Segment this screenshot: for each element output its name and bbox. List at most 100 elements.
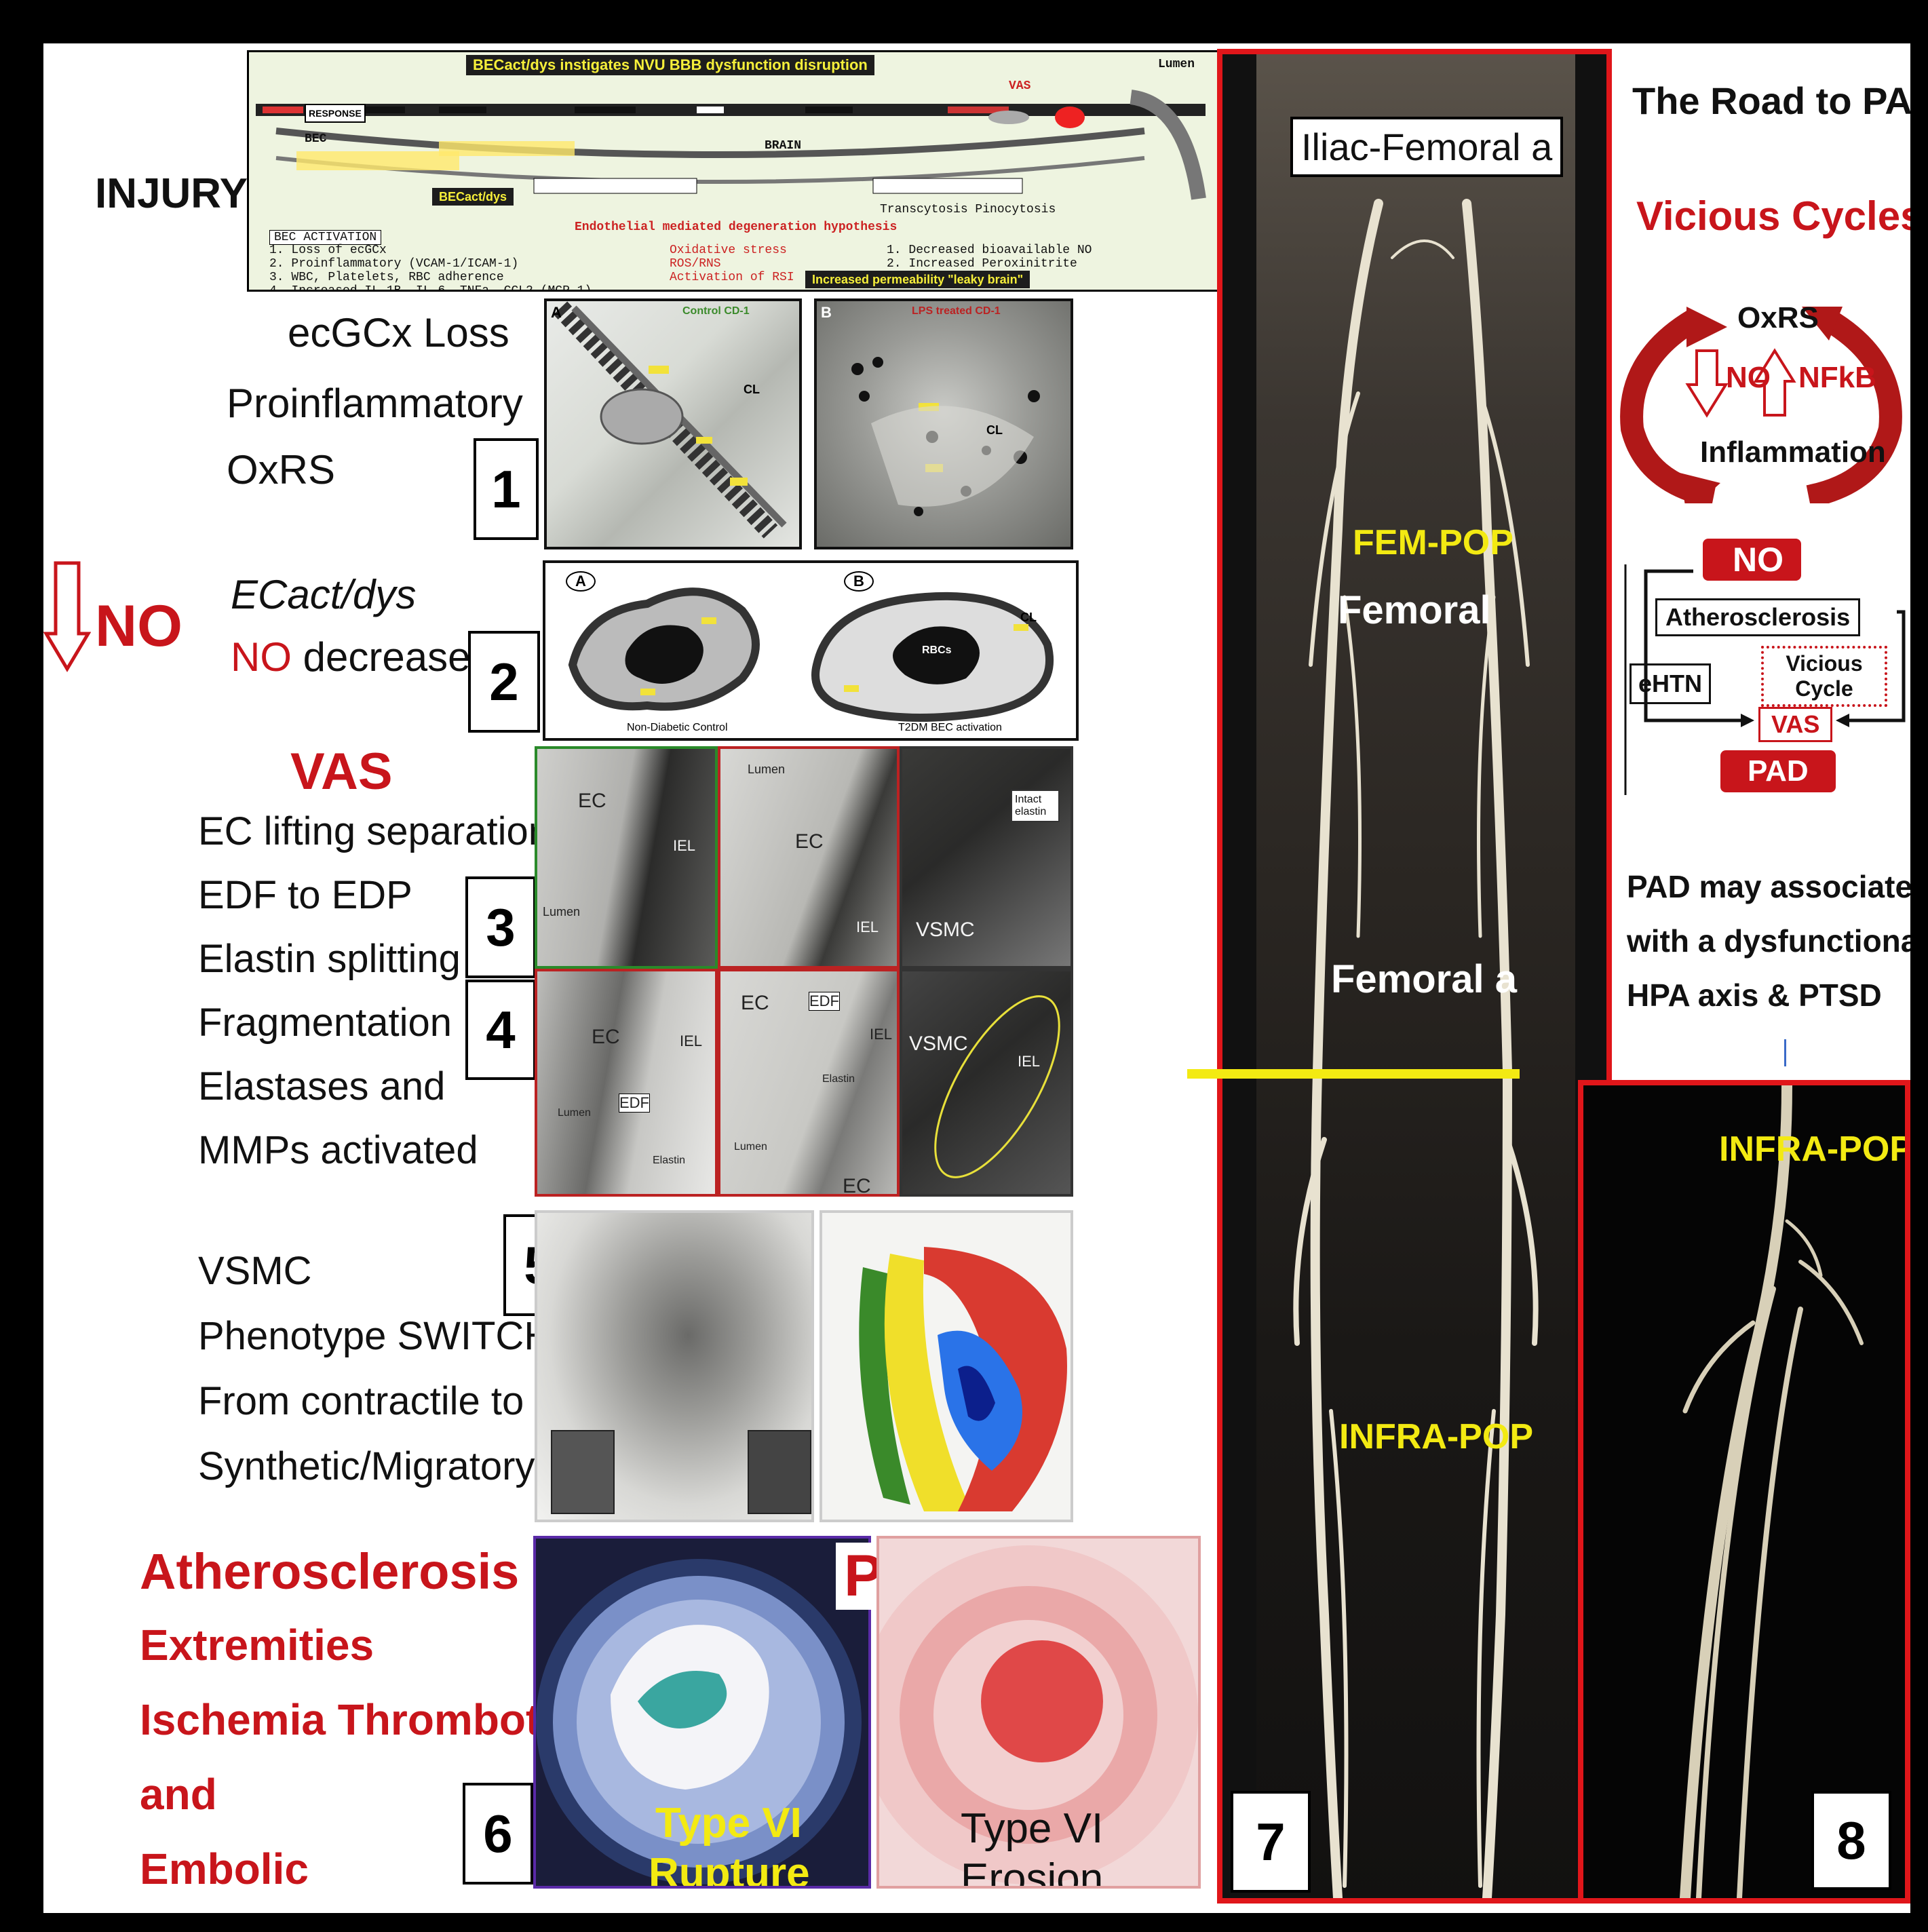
s2-caption-a: Non-Diabetic Control — [627, 722, 728, 733]
s6-line-atherosclerosis: Atherosclerosis — [140, 1543, 520, 1600]
s1-panel-b: B LPS treated CD-1 CL — [814, 298, 1073, 549]
s2-panel-b-label: B — [844, 571, 874, 592]
s3-panel-2-lumen: Lumen — [748, 762, 786, 776]
vicious-cycle-arrows-icon — [1620, 307, 1902, 503]
injury-list-left-item: 1. Loss of ecGCx — [269, 244, 387, 257]
road-flow-vas: VAS — [1758, 707, 1833, 742]
s2-panel: A B RBCs CL Non-Diabetic Control T2DM BE… — [543, 560, 1079, 741]
injury-tag-brain: BRAIN — [765, 139, 802, 153]
s3-panel-3-vsmc: VSMC — [916, 919, 975, 941]
road-oxrs: OxRS — [1737, 301, 1819, 334]
injury-label: INJURY — [95, 170, 248, 217]
s4-panel-3-ellipse — [934, 995, 1060, 1178]
s5-line-phenotype: Phenotype SWITCH — [198, 1314, 553, 1358]
road-cursor-mark — [1784, 1039, 1786, 1066]
angio-yellow-line — [1187, 1069, 1520, 1079]
s2-panel-a-label: A — [566, 571, 596, 592]
s4-panel-3-vsmc: VSMC — [909, 1032, 968, 1055]
road-no: NO — [1726, 361, 1771, 394]
road-flow-ehtn: eHTN — [1630, 663, 1712, 704]
s4-panel-2: EC EDF IEL Elastin Lumen EC — [718, 969, 900, 1197]
injury-schematic: BECact/dys instigates NVU BBB dysfunctio… — [247, 50, 1221, 292]
injury-list-mid-item: Oxidative stress — [670, 244, 787, 257]
s2-panel-drawing — [568, 587, 1054, 722]
s5-line-vsmc: VSMC — [198, 1249, 312, 1293]
s3-line-edf-edp: EDF to EDP — [198, 873, 412, 917]
road-flow-lines — [1624, 564, 1906, 795]
s2-line-ecactdys: ECact/dys — [231, 572, 417, 617]
angio7-image — [1256, 54, 1575, 1898]
s1-line-proinflammatory: Proinflammatory — [227, 381, 523, 426]
angio8-panel: INFRA-POP 8 — [1578, 1080, 1910, 1904]
s4-panel-2-iel: IEL — [870, 1026, 893, 1043]
s2-rbc-label: RBCs — [922, 644, 952, 656]
injury-list-mid: Oxidative stress ROS/RNS Activation of R… — [670, 244, 794, 284]
s4-panel-2-lumen: Lumen — [734, 1141, 767, 1153]
injury-footer-band: Increased permeability "leaky brain" — [805, 271, 1030, 288]
angio7-title: Iliac-Femoral a — [1290, 117, 1564, 177]
s1-panel-a-cl: CL — [744, 383, 760, 396]
road-inflammation: Inflammation — [1700, 436, 1886, 469]
injury-vessel-drawing — [256, 90, 1206, 200]
road-panel: The Road to PAD Vicious Cycles OxRS NO N… — [1612, 49, 1910, 1094]
s4-panel-1-iel: IEL — [680, 1032, 703, 1049]
s2-decreased-word: decreased — [292, 634, 493, 680]
s6-erosion-drawing — [879, 1545, 1198, 1885]
injury-list-left-item: 2. Proinflammatory (VCAM-1/ICAM-1) — [269, 257, 519, 271]
road-flow-vicious-text: Vicious Cycle — [1786, 651, 1863, 701]
s4-panel-2-elastin: Elastin — [822, 1073, 855, 1085]
s1-panel-b-title: LPS treated CD-1 — [912, 305, 1001, 317]
figure-canvas: INJURY BECact/dys instigates NVU BBB dys… — [43, 43, 1910, 1913]
s3-line-elastin: Elastin splitting — [198, 937, 461, 981]
injury-tag-lumen: Lumen — [1158, 58, 1195, 71]
s5-panel-color-drawing — [859, 1247, 1067, 1511]
s4-panel-2-ec: EC — [741, 992, 769, 1014]
s3-panel-2: Lumen EC IEL — [718, 746, 900, 969]
s6-rupture-drawing — [536, 1559, 862, 1885]
s1-panel-a-label: A — [551, 304, 562, 321]
s1-panel-b-label: B — [821, 304, 832, 321]
injury-tag-response: RESPONSE — [305, 104, 366, 123]
road-note-line1: PAD may associate — [1627, 869, 1910, 904]
road-note-line3: HPA axis & PTSD — [1627, 978, 1882, 1013]
s1-panel-b-drawing — [851, 357, 1040, 516]
s1-panel-a-title: Control CD-1 — [682, 305, 750, 317]
figure-frame: INJURY BECact/dys instigates NVU BBB dys… — [14, 14, 1914, 1918]
s3-panel-1-lumen: Lumen — [543, 905, 581, 919]
s3-panel-2-ec: EC — [795, 830, 824, 853]
s4-panel-2-ec-bottom: EC — [843, 1175, 871, 1197]
s5-line-from: From contractile to — [198, 1379, 524, 1423]
s3-line-mmps: MMPs activated — [198, 1128, 478, 1172]
road-nfkb: NFkB — [1798, 361, 1876, 394]
s3-panel-2-iel: IEL — [856, 919, 879, 935]
s2-line-no-decreased: NO decreased — [231, 634, 493, 680]
injury-tag-bec-activation: BEC ACTIVATION — [269, 230, 382, 245]
s2-cl-label: CL — [1020, 611, 1037, 624]
s4-panel-1-ec: EC — [592, 1026, 620, 1048]
angio7-panel: Iliac-Femoral a FEM-POP Femoral Femoral … — [1217, 49, 1612, 1904]
down-arrow-icon — [43, 561, 91, 672]
s6-line-extremities: Extremities — [140, 1621, 374, 1669]
s2-down-no: NO — [95, 594, 182, 659]
s3-panel-1: EC IEL Lumen — [535, 746, 718, 969]
s1-line-oxrs: OxRS — [227, 447, 336, 492]
s1-panel-a: A Control CD-1 CL — [544, 298, 802, 549]
s1-panel-b-cl: CL — [986, 423, 1003, 437]
s3-number: 3 — [465, 876, 536, 978]
s2-caption-b: T2DM BEC activation — [898, 722, 1002, 733]
injury-tag-becactdys: BECact/dys — [432, 188, 514, 206]
road-flow-vicious: Vicious Cycle — [1761, 646, 1887, 707]
angio8-infra-pop: INFRA-POP — [1719, 1129, 1910, 1169]
s3-panel-3: VSMC Intact elastin — [900, 746, 1073, 969]
s1-panel-a-drawing — [553, 301, 787, 539]
s3-title-vas: VAS — [290, 743, 393, 800]
injury-tag-transcytosis: Transcytosis Pinocytosis — [880, 203, 1056, 216]
injury-list-mid-item: ROS/RNS — [670, 257, 721, 271]
s4-panel-3: VSMC IEL — [900, 969, 1073, 1197]
injury-list-mid-item: Activation of RSI — [670, 271, 794, 284]
s4-number: 4 — [465, 980, 536, 1080]
injury-list-right-item: 1. Decreased bioavailable NO — [887, 244, 1092, 257]
s5-panel-color — [820, 1210, 1073, 1522]
s6-number: 6 — [463, 1783, 533, 1885]
s4-panel-2-edf: EDF — [809, 992, 840, 1011]
